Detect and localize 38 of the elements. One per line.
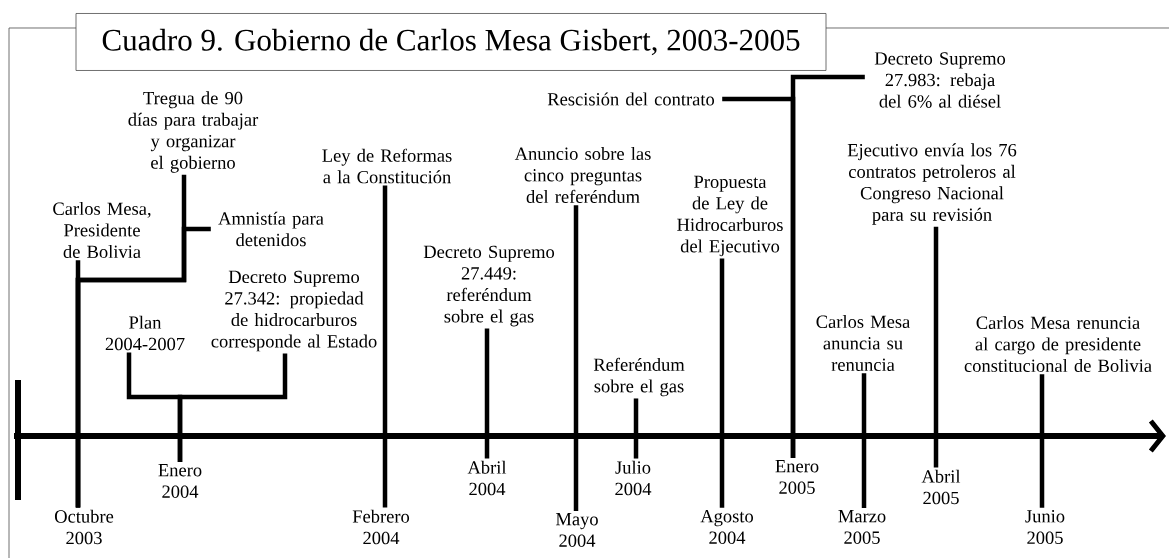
- connector-line: [573, 205, 579, 511]
- connector-line: [933, 226, 939, 468]
- event-label: Rescisión del contrato: [547, 92, 715, 106]
- event-label: Ley de Reformas a la Constitución: [322, 148, 452, 184]
- connector-line: [75, 226, 211, 508]
- date-label: Agosto 2004: [700, 510, 754, 544]
- date-label: Abril 2005: [921, 469, 961, 505]
- date-label: Junio 2005: [1025, 510, 1065, 544]
- connector-line: [177, 353, 288, 462]
- event-label: Amnistía para detenidos: [218, 211, 324, 247]
- connector-line: [861, 373, 867, 508]
- date-label: Febrero 2004: [352, 509, 410, 545]
- date-label: Enero 2004: [158, 464, 202, 498]
- event-label: Plan 2004-2007: [105, 315, 185, 351]
- event-label: Carlos Mesa anuncia su renuncia: [816, 315, 911, 371]
- event-label: Carlos Mesa, Presidente de Bolivia: [53, 202, 151, 258]
- event-label: Decreto Supremo 27.983: rebaja del 6% al diésel: [874, 52, 1006, 108]
- connector-line: [790, 74, 865, 458]
- event-label: Decreto Supremo 27.449: referéndum sobre el gas: [423, 245, 555, 327]
- connector-line: [484, 328, 490, 459]
- connector-line: [633, 398, 639, 459]
- date-label: Julio 2004: [615, 460, 652, 496]
- connector-line: [382, 185, 388, 508]
- event-label: Referéndum sobre el gas: [593, 357, 685, 397]
- date-label: Enero 2005: [775, 460, 819, 494]
- event-label: Ejecutivo envía los 76 contratos petroleros al Congreso Nacional para su revisión: [847, 143, 1017, 225]
- event-label: Decreto Supremo 27.342: propiedad de hidrocarburos corresponde al Estado: [211, 270, 377, 352]
- date-label: Octubre 2003: [54, 509, 114, 545]
- event-label: Anuncio sobre las cinco preguntas del referéndum: [514, 147, 651, 203]
- connector-line: [1039, 374, 1045, 508]
- event-label: Propuesta de Ley de Hidrocarburos del Ejecutivo: [677, 175, 783, 257]
- title-box: Cuadro 9. Gobierno de Carlos Mesa Gisbert, 2003-2005: [75, 13, 827, 71]
- date-label: Abril 2004: [467, 460, 507, 496]
- event-label: Carlos Mesa renuncia al cargo de presidente constitucional de Bolivia: [964, 316, 1152, 372]
- date-label: Marzo 2005: [838, 510, 886, 544]
- connector-line: [719, 258, 725, 508]
- date-label: Mayo 2004: [555, 513, 598, 547]
- event-label: Tregua de 90 días para trabajar y organizar el gobierno: [128, 91, 259, 173]
